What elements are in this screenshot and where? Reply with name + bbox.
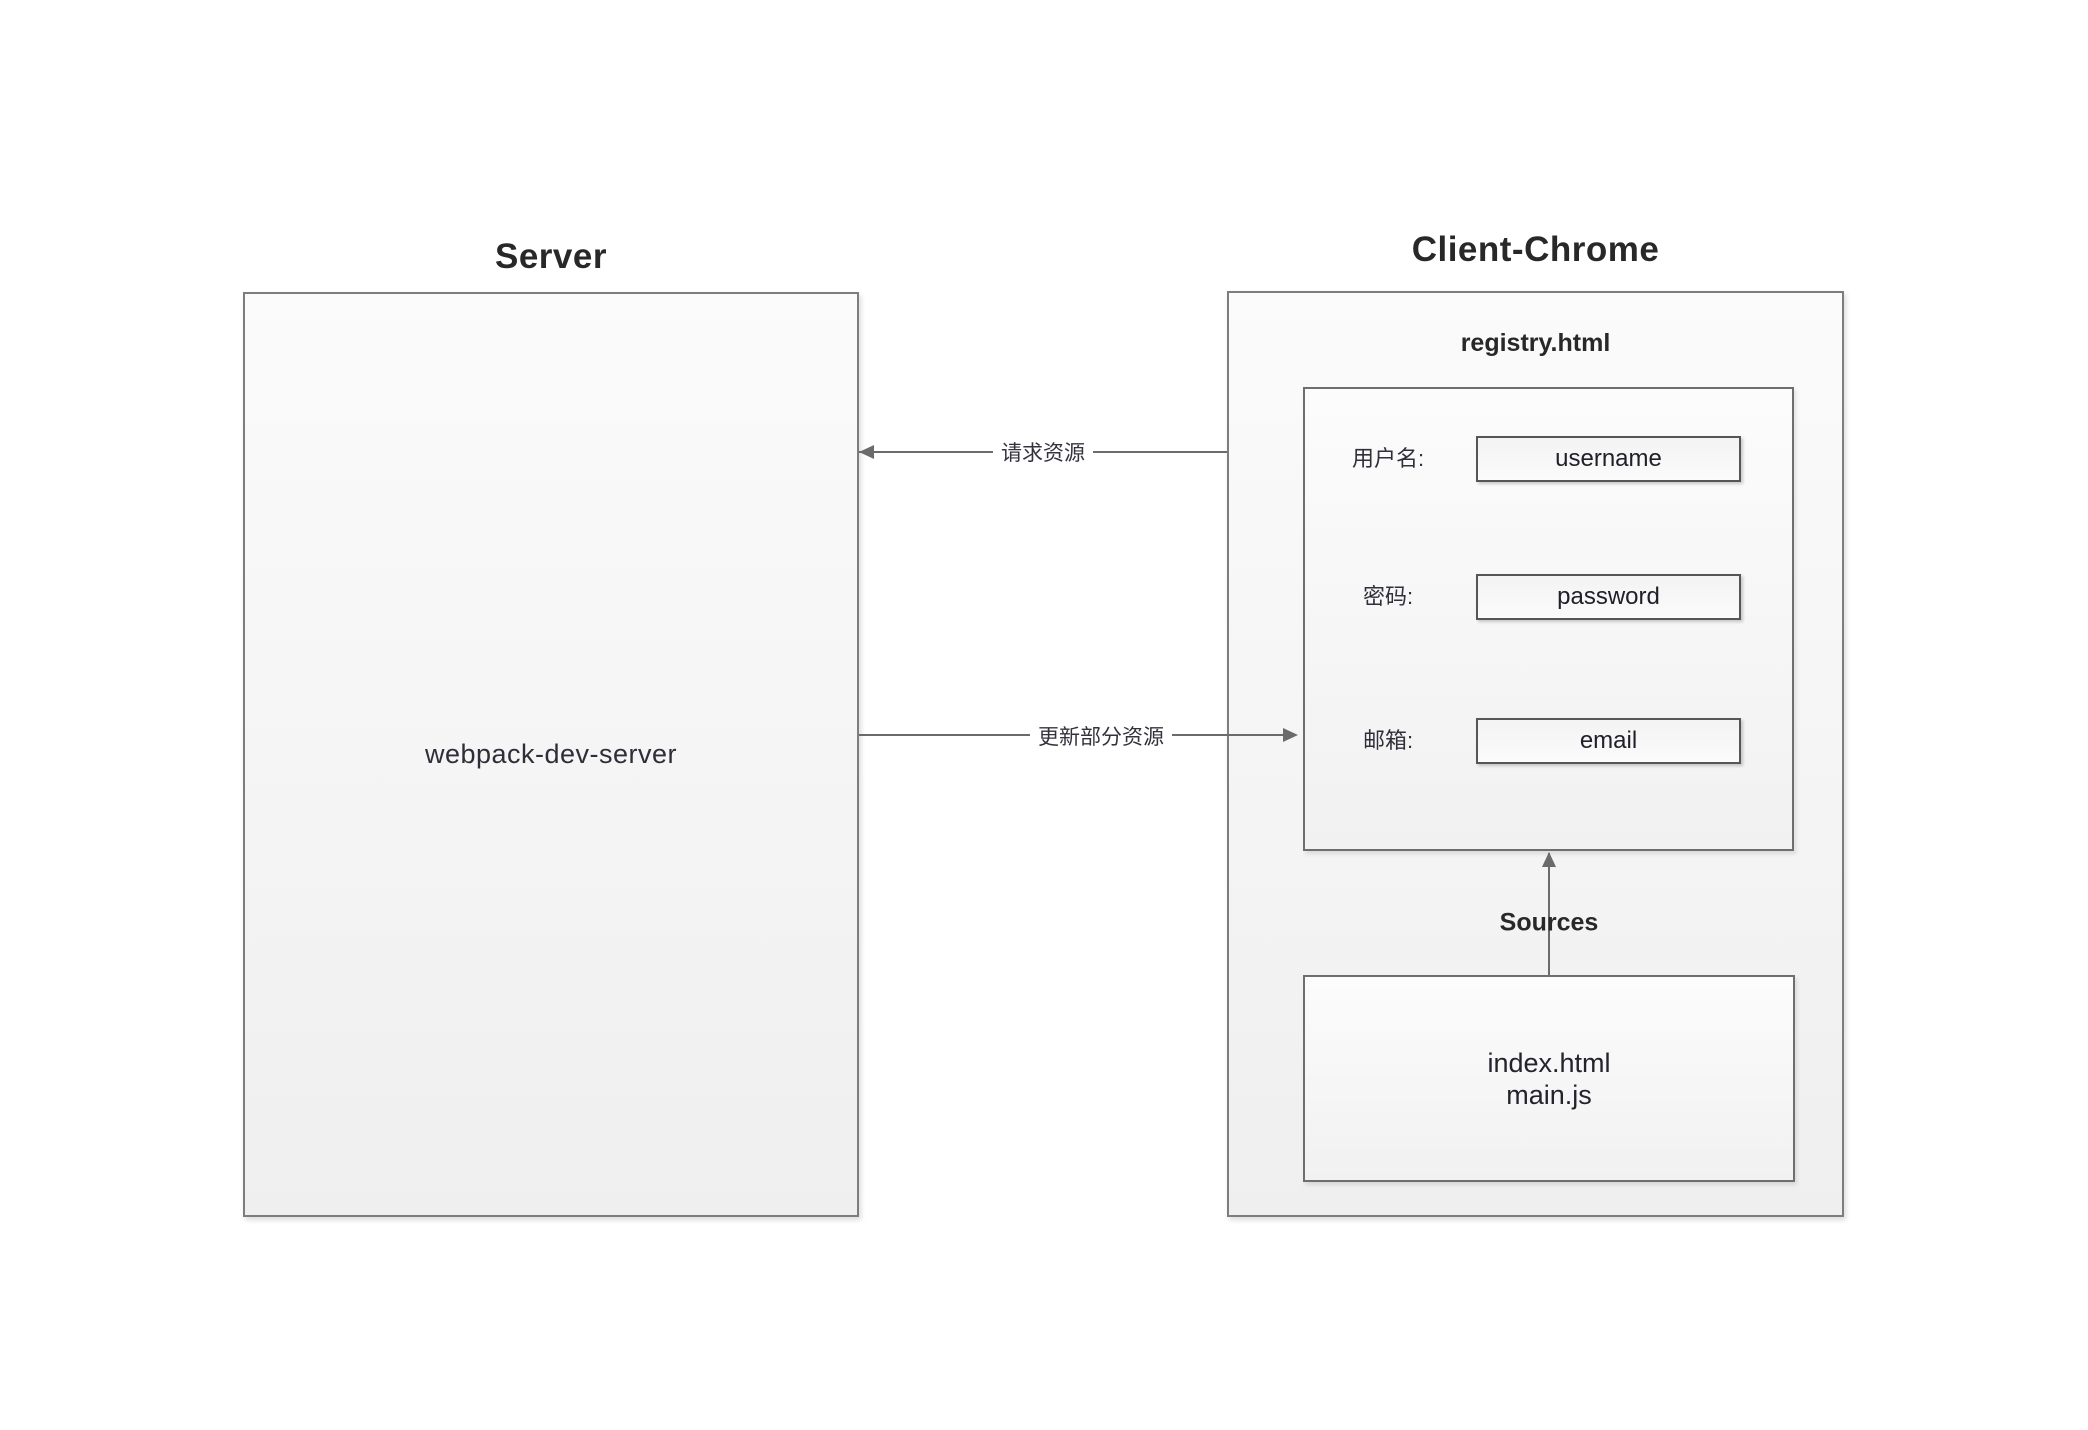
server-label: webpack-dev-server (424, 739, 678, 769)
password-input: password (1476, 574, 1741, 620)
client-title: Client-Chrome (1411, 230, 1660, 269)
registry-page-title: registry.html (1460, 329, 1611, 357)
email-input: email (1476, 718, 1741, 764)
sources-arrow-line (1548, 853, 1550, 975)
password-field-label: 密码: (1362, 584, 1414, 609)
server-box: webpack-dev-server (243, 292, 859, 1217)
request-arrowhead-left-icon (859, 445, 874, 459)
sources-files-box: index.html main.js (1303, 975, 1795, 1182)
request-arrow-label: 请求资源 (993, 437, 1093, 467)
client-box: registry.html 用户名: username 密码: password… (1227, 291, 1844, 1217)
sources-label: Sources (1499, 908, 1599, 937)
email-field-label: 邮箱: (1362, 728, 1414, 753)
update-arrow-label: 更新部分资源 (1030, 721, 1172, 751)
registry-box: 用户名: username 密码: password 邮箱: email (1303, 387, 1794, 851)
sources-arrowhead-up-icon (1542, 852, 1556, 867)
username-input: username (1476, 436, 1741, 482)
server-title: Server (495, 237, 607, 276)
update-arrowhead-right-icon (1283, 728, 1298, 742)
sources-file-main-js: main.js (1506, 1079, 1592, 1110)
sources-file-index-html: index.html (1487, 1047, 1611, 1078)
username-field-label: 用户名: (1351, 446, 1425, 471)
